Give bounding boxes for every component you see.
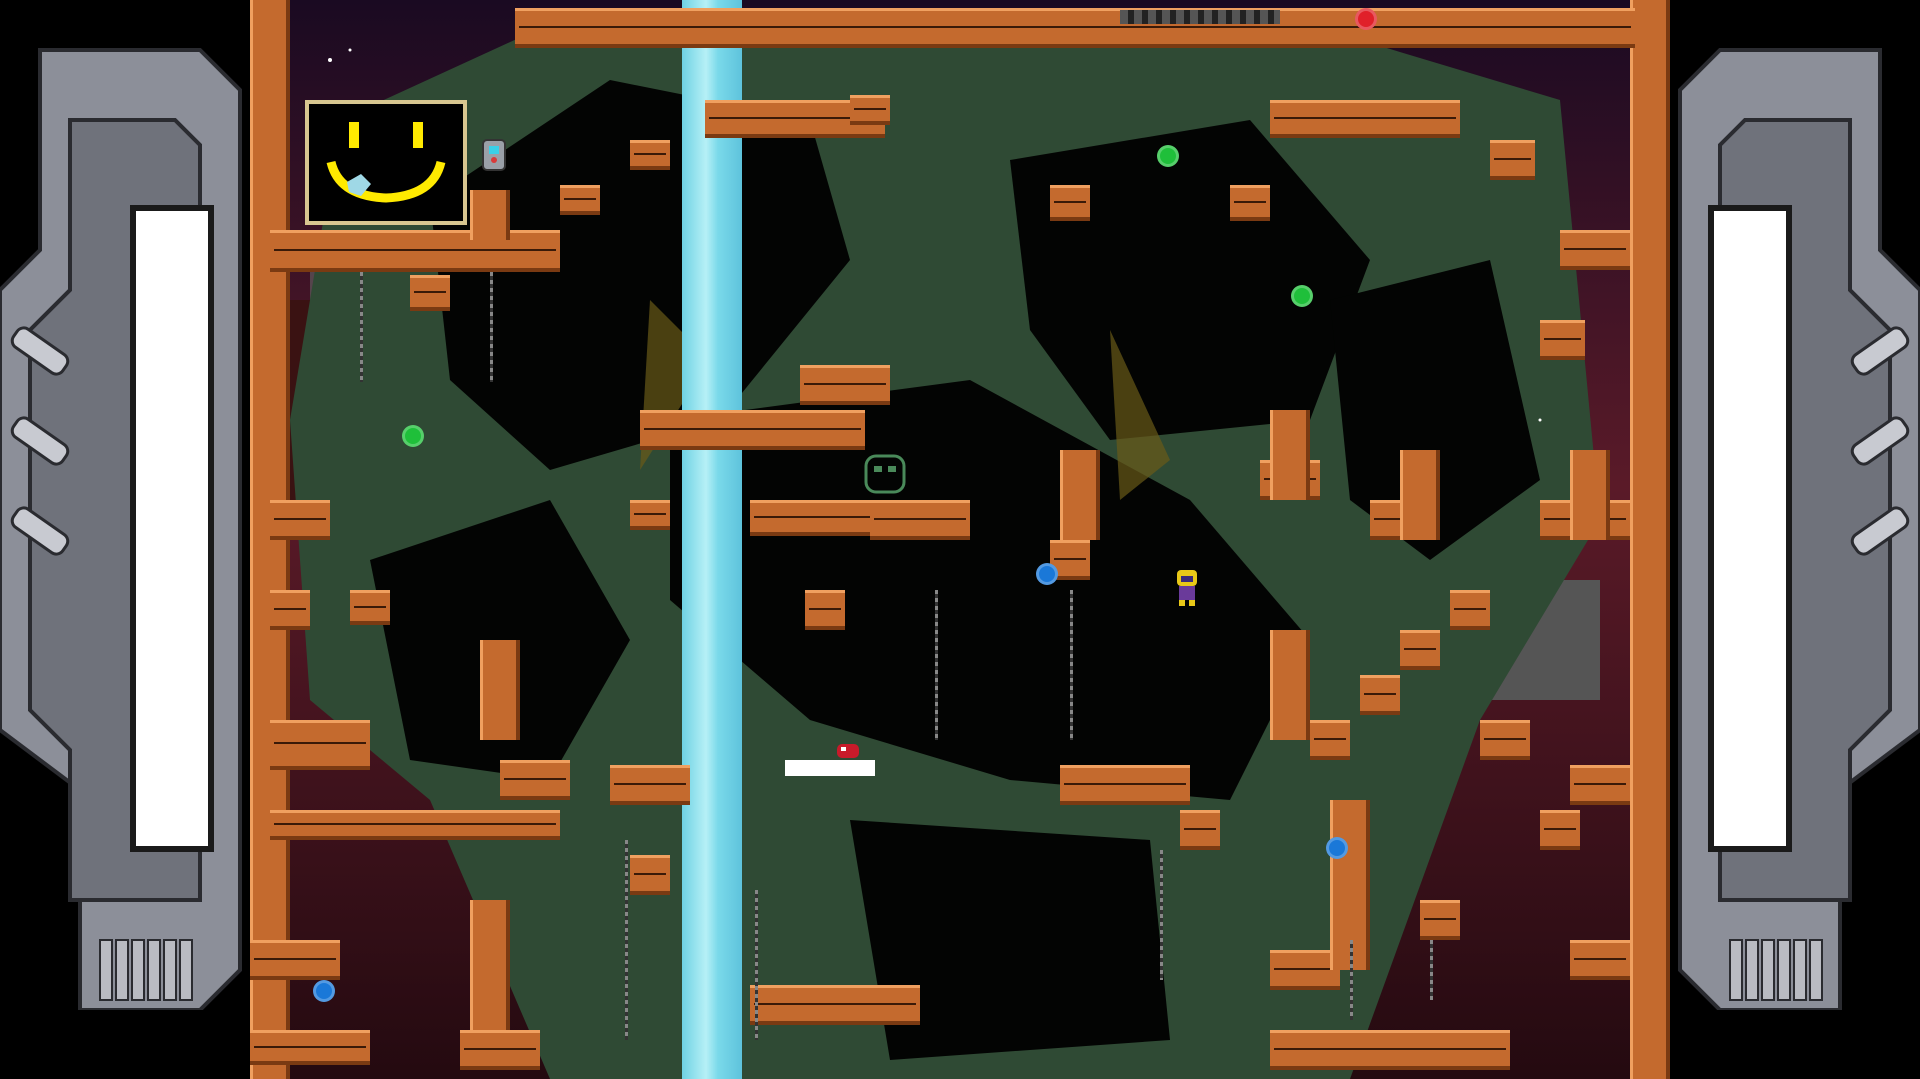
blue-orb-icon xyxy=(1036,563,1058,585)
red-orb-icon xyxy=(1355,8,1377,30)
platform xyxy=(270,230,560,272)
platform xyxy=(250,1030,370,1065)
spike-strip xyxy=(1120,10,1280,24)
platform xyxy=(610,765,690,805)
smiley-monitor xyxy=(305,100,467,225)
hanging-chain xyxy=(1430,940,1433,1000)
platform xyxy=(1230,185,1270,221)
platform xyxy=(850,95,890,125)
snow-ledge xyxy=(785,760,875,776)
platform xyxy=(1050,185,1090,221)
platform xyxy=(1270,950,1340,990)
green-orb-icon xyxy=(402,425,424,447)
platform xyxy=(270,500,330,540)
platform xyxy=(630,500,670,530)
platform xyxy=(1270,1030,1510,1070)
pillar-block xyxy=(1270,410,1310,500)
platform xyxy=(1400,630,1440,670)
platform xyxy=(1570,940,1630,980)
pillar-block xyxy=(1270,630,1310,740)
hanging-chain xyxy=(360,272,363,382)
platform xyxy=(800,365,890,405)
platform xyxy=(630,140,670,170)
backdrop-art xyxy=(250,0,1670,1079)
platform xyxy=(500,760,570,800)
red-creature-icon xyxy=(837,744,859,758)
player-character-icon xyxy=(1177,570,1197,606)
hanging-chain xyxy=(1070,590,1073,740)
platform xyxy=(1560,230,1630,270)
platform xyxy=(630,855,670,895)
platform xyxy=(460,1030,540,1070)
platform xyxy=(1060,765,1190,805)
platform xyxy=(350,590,390,625)
hanging-chain xyxy=(1350,940,1353,1020)
platform xyxy=(515,8,1635,48)
hanging-chain xyxy=(625,840,628,1040)
platform xyxy=(270,720,370,770)
playfield xyxy=(250,0,1670,1079)
platform xyxy=(1420,900,1460,940)
blue-orb-icon xyxy=(313,980,335,1002)
platform xyxy=(750,985,920,1025)
platform xyxy=(1180,810,1220,850)
hanging-chain xyxy=(490,272,493,382)
platform xyxy=(1450,590,1490,630)
platform xyxy=(1270,100,1460,138)
platform xyxy=(1360,675,1400,715)
robot-icon xyxy=(482,139,506,171)
platform xyxy=(870,500,970,540)
platform xyxy=(1480,720,1530,760)
hanging-chain xyxy=(755,890,758,1040)
platform xyxy=(1540,810,1580,850)
platform xyxy=(270,810,560,840)
green-orb-icon xyxy=(1291,285,1313,307)
waterfall xyxy=(682,0,742,1079)
hanging-chain xyxy=(1160,850,1163,980)
platform xyxy=(410,275,450,311)
platform xyxy=(1540,320,1585,360)
platform xyxy=(250,940,340,980)
right-energy-meter xyxy=(1708,205,1792,852)
platform xyxy=(805,590,845,630)
pillar-block xyxy=(470,900,510,1030)
smiley-face-icon xyxy=(326,122,446,203)
left-energy-meter xyxy=(130,205,214,852)
pillar-block xyxy=(470,190,510,240)
pillar-block xyxy=(480,640,520,740)
platform xyxy=(1490,140,1535,180)
platform xyxy=(560,185,600,215)
platform xyxy=(1570,765,1630,805)
platform xyxy=(270,590,310,630)
pillar-block xyxy=(1570,450,1610,540)
ghost-outline-icon xyxy=(864,454,906,494)
right-wall-pillar xyxy=(1630,0,1670,1079)
platform xyxy=(640,410,865,450)
green-orb-icon xyxy=(1157,145,1179,167)
pillar-block xyxy=(1060,450,1100,540)
platform xyxy=(1310,720,1350,760)
blue-orb-icon xyxy=(1326,837,1348,859)
pillar-block xyxy=(1400,450,1440,540)
hanging-chain xyxy=(935,590,938,740)
